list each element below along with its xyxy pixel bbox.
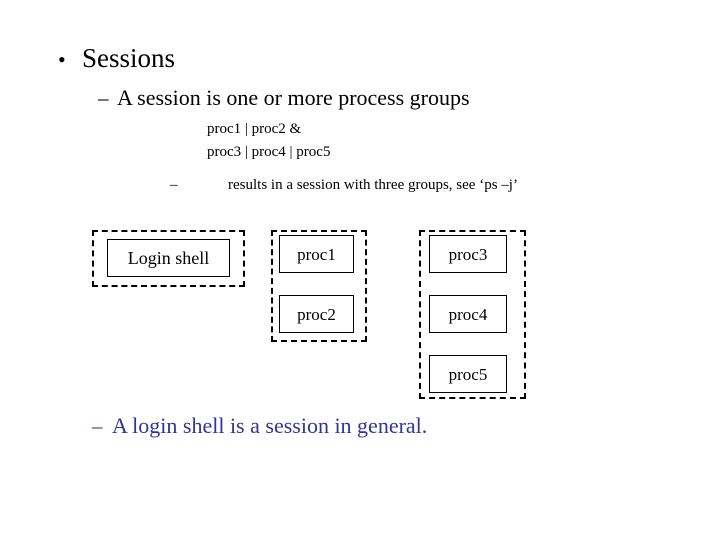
bullet-level1-sessions: • Sessions: [58, 43, 176, 73]
bullet-level2-session-definition: – A session is one or more process group…: [98, 86, 470, 109]
process-box-proc4: proc4: [429, 295, 507, 333]
process-box-login-shell: Login shell: [107, 239, 230, 277]
group-box-process-group-a: [271, 230, 367, 342]
process-box-proc5: proc5: [429, 355, 507, 393]
bullet-level3-label: results in a session with three groups, …: [228, 177, 518, 193]
en-dash-icon: –: [98, 86, 109, 110]
code-line-2: proc3 | proc4 | proc5: [207, 144, 331, 160]
process-box-proc1: proc1: [279, 235, 354, 273]
process-box-proc3: proc3: [429, 235, 507, 273]
bullet-level2-last-label: A login shell is a session in general.: [112, 413, 428, 438]
code-line-1: proc1 | proc2 &: [207, 121, 302, 137]
group-box-login-shell: [92, 230, 245, 287]
bullet-dot-icon: •: [58, 47, 66, 72]
bullet-level3-results: – results in a session with three groups…: [170, 178, 518, 193]
bullet-level2-login-shell-session: – A login shell is a session in general.: [92, 414, 427, 437]
bullet-level2-label: A session is one or more process groups: [117, 85, 470, 110]
group-box-process-group-b: [419, 230, 526, 399]
process-box-proc2: proc2: [279, 295, 354, 333]
en-dash-icon: –: [92, 414, 103, 438]
bullet-level1-label: Sessions: [82, 43, 176, 73]
en-dash-icon: –: [170, 177, 178, 193]
